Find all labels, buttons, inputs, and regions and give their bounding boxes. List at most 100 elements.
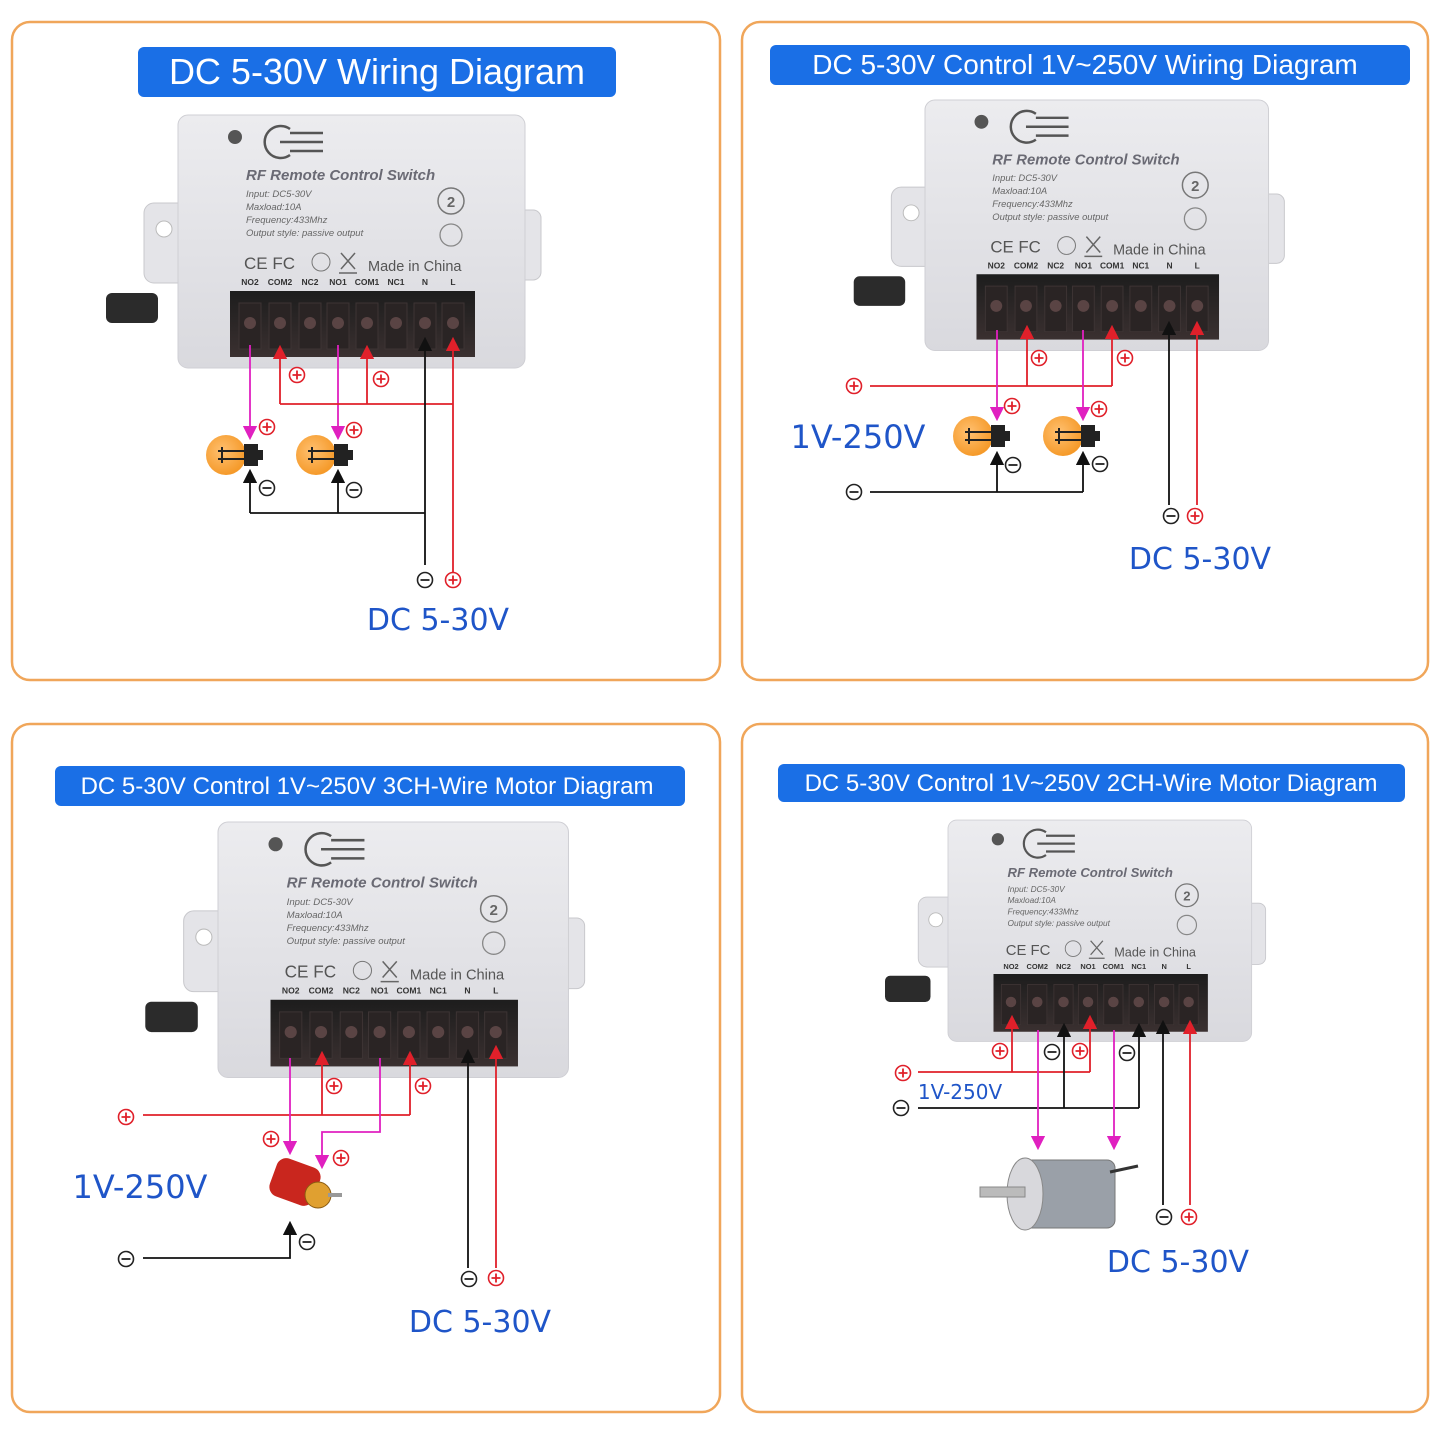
terminal-screw [1020,299,1032,312]
light-bulb-icon [1043,416,1100,456]
ac-voltage-label: 1V-250V [791,418,926,456]
symbol-mark [849,381,859,391]
negative-icon [845,483,863,501]
terminal-block [270,999,518,1067]
dc-voltage-label: DC 5-30V [409,1305,552,1340]
negative-icon [460,1270,478,1288]
bulb-filament [1055,428,1081,444]
terminal-label-com1: COM1 [355,277,380,287]
terminal-label-nc1: NC1 [1131,962,1146,971]
positive-icon [444,571,462,589]
symbol-mark [1075,1046,1085,1056]
terminal-label-n: N [1166,260,1172,270]
led-indicator [974,114,989,129]
terminal-label-com1: COM1 [1100,260,1125,270]
dc-voltage-label: DC 5-30V [367,603,510,638]
recycle-icon [311,252,331,272]
positive-icon [894,1064,912,1082]
device-spec: Frequency:433Mhz [1008,907,1080,917]
positive-icon [372,370,390,388]
weee-bin-icon [339,252,357,274]
symbol-mark [1094,404,1104,414]
terminal-label-nc2: NC2 [301,277,318,287]
bulb-glass [1043,416,1083,456]
terminal-label-l: L [450,277,455,287]
light-bulb-icon [953,416,1010,456]
dc-voltage-label: DC 5-30V [1107,1245,1250,1280]
led-indicator [991,833,1004,846]
symbol-mark [266,1134,276,1144]
terminal-label-no2: NO2 [241,277,259,287]
ac-motor-icon [979,1157,1139,1231]
panel-title: DC 5-30V Control 1V~250V Wiring Diagram [812,49,1357,80]
terminal-label-com1: COM1 [1103,962,1124,971]
polarity-symbols [117,349,1204,1288]
negative-icon [258,479,276,497]
device-spec: Input: DC5-30V [246,189,313,200]
bulb-glass [953,416,993,456]
terminal-label-nc1: NC1 [430,986,447,996]
bulb-base [991,425,1005,447]
negative-icon [1162,507,1180,525]
symbol-mark [418,1081,428,1091]
motor-shaft [979,1186,1026,1198]
negative-icon [117,1250,135,1268]
terminal-screw [361,317,373,329]
cert-marks: CE FC [1006,943,1051,959]
terminal-label-l: L [1186,962,1191,971]
terminal-label-com2: COM2 [309,986,334,996]
origin-label: Made in China [410,968,505,984]
origin-label: Made in China [1114,946,1197,960]
channel-badge [1174,883,1199,908]
terminal-screw [284,1026,297,1039]
negative-icon [416,571,434,589]
positive-icon [288,366,306,384]
positive-icon [332,1149,350,1167]
terminal-screw [990,299,1003,312]
positive-icon [345,421,363,439]
terminal-screw [332,317,344,329]
positive-icon [1090,400,1108,418]
bulb-glass [206,435,246,475]
rohs-icon [1176,914,1198,936]
keyhole-logo-icon [263,124,323,160]
device-spec: Output style: passive output [992,211,1108,222]
channel-badge [437,187,465,215]
terminal-screw [1106,299,1119,312]
device-spec: Frequency:433Mhz [287,923,369,934]
terminal-screw [1049,299,1062,312]
keyhole-logo-icon [1022,828,1075,859]
channel-badge [1181,171,1209,199]
terminal-screw [1058,996,1069,1008]
device-spec: Input: DC5-30V [1008,884,1067,894]
symbol-mark [448,575,458,585]
symbol-mark [1034,353,1044,363]
channel-badge-text: 2 [1183,889,1190,904]
bulb-base [244,444,258,466]
terminal-screw [1183,996,1194,1008]
terminal-screw [373,1026,386,1039]
device-spec: Maxload:10A [246,202,301,213]
negative-icon [1091,455,1109,473]
terminal-screw [1082,996,1094,1008]
terminal-block [993,974,1208,1032]
device-name: RF Remote Control Switch [287,875,478,892]
terminal-screw [304,317,316,329]
cert-marks: CE FC [244,254,295,273]
positive-icon [262,1130,280,1148]
terminal-screw [402,1026,415,1039]
terminal-label-nc1: NC1 [387,277,404,287]
terminal-label-nc2: NC2 [1056,962,1071,971]
symbol-mark [1190,511,1200,521]
device-spec: Input: DC5-30V [992,172,1057,183]
terminal-label-no2: NO2 [282,986,300,996]
channel-badge-text: 2 [447,194,455,211]
negative-icon [345,481,363,499]
bulb-filament [965,428,991,444]
symbol-mark [329,1081,339,1091]
bulb-base [334,444,348,466]
panel-frame [740,722,1430,1414]
title-banner [55,766,685,806]
